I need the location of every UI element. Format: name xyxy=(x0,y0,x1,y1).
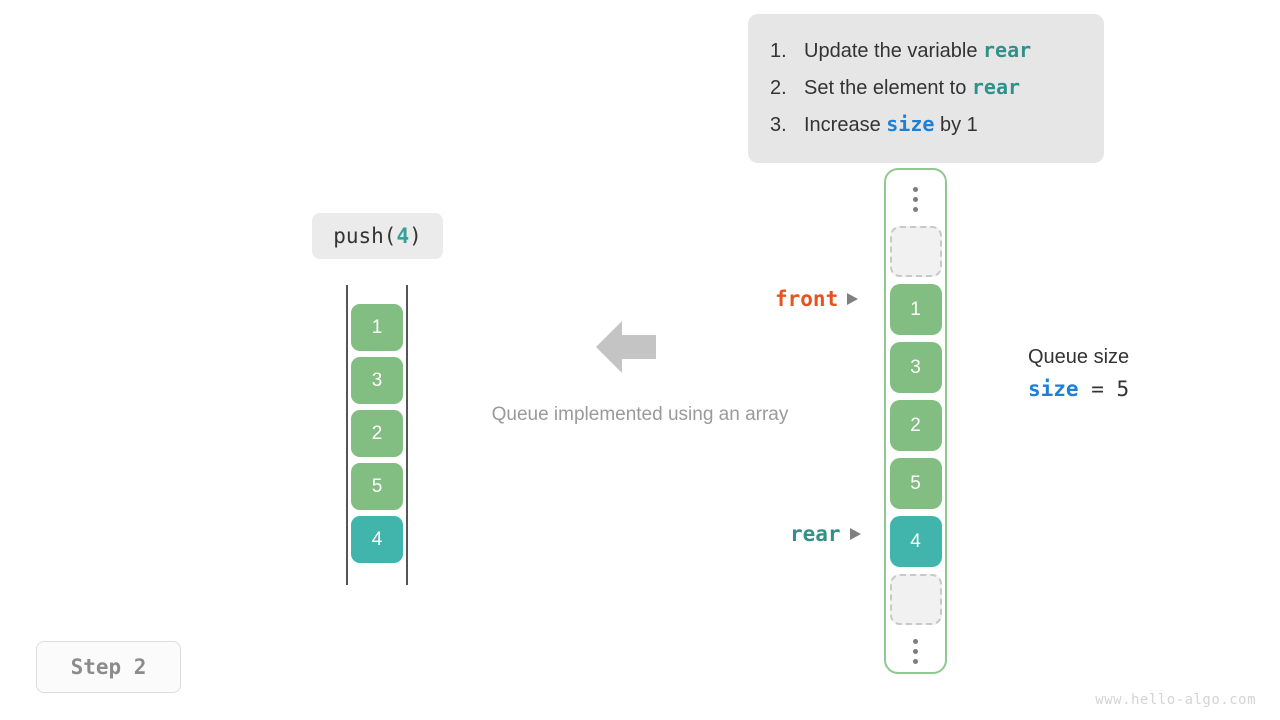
array-cell: 2 xyxy=(351,410,403,457)
size-variable: size xyxy=(1028,377,1079,401)
left-arrow-icon xyxy=(596,321,656,373)
array-cell-empty xyxy=(889,574,942,625)
instruction-step-text: Update the variable rear xyxy=(804,32,1031,69)
instruction-text-post: by 1 xyxy=(934,114,978,136)
array-cell-empty xyxy=(889,226,942,277)
circular-array-cells: 1 3 2 5 4 xyxy=(889,226,942,625)
linear-array-cells: 1 3 2 5 4 xyxy=(351,304,403,563)
operation-label-suffix: ) xyxy=(409,224,422,248)
instruction-text-pre: Update the variable xyxy=(804,40,984,62)
linear-array: 1 3 2 5 4 xyxy=(346,285,408,585)
instruction-step-text: Set the element to rear xyxy=(804,69,1020,106)
array-rail-left xyxy=(346,285,348,585)
ellipsis-top-icon xyxy=(913,187,918,212)
array-cell: 2 xyxy=(889,400,942,451)
array-cell-new: 4 xyxy=(351,516,403,563)
instruction-step: 3. Increase size by 1 xyxy=(770,106,1082,143)
dot xyxy=(913,659,918,664)
dot xyxy=(913,187,918,192)
instruction-code-token: rear xyxy=(983,38,1032,62)
array-cell: 1 xyxy=(351,304,403,351)
pointer-arrow-icon xyxy=(847,293,859,305)
front-pointer: front xyxy=(775,287,859,311)
queue-size-expression: size = 5 xyxy=(1028,372,1129,406)
dot xyxy=(913,197,918,202)
ellipsis-bottom-icon xyxy=(913,639,918,664)
step-badge: Step 2 xyxy=(36,641,181,693)
dot xyxy=(913,207,918,212)
circular-array: 1 3 2 5 4 xyxy=(884,168,947,674)
instruction-text-pre: Increase xyxy=(804,114,887,136)
operation-label: push(4) xyxy=(312,213,443,259)
rear-pointer: rear xyxy=(790,522,861,546)
operation-label-prefix: push( xyxy=(333,224,397,248)
array-cell: 5 xyxy=(351,463,403,510)
dot xyxy=(913,649,918,654)
instruction-code-token: size xyxy=(886,112,935,136)
instruction-callout: 1. Update the variable rear 2. Set the e… xyxy=(748,14,1104,163)
rear-pointer-label: rear xyxy=(790,522,841,546)
instruction-step-number: 2. xyxy=(770,77,787,99)
array-cell: 3 xyxy=(889,342,942,393)
instruction-step: 1. Update the variable rear xyxy=(770,32,1082,69)
dot xyxy=(913,639,918,644)
size-equals: = xyxy=(1078,377,1117,401)
array-cell: 3 xyxy=(351,357,403,404)
queue-size-readout: Queue size size = 5 xyxy=(1028,343,1129,406)
array-rail-right xyxy=(406,285,408,585)
size-value: 5 xyxy=(1116,377,1130,401)
diagram-caption: Queue implemented using an array xyxy=(491,404,789,425)
instruction-step-number: 3. xyxy=(770,114,787,136)
instruction-step: 2. Set the element to rear xyxy=(770,69,1082,106)
operation-label-argument: 4 xyxy=(396,224,410,248)
instruction-code-token: rear xyxy=(971,75,1021,99)
instruction-step-number: 1. xyxy=(770,40,787,62)
array-cell: 5 xyxy=(889,458,942,509)
array-cell: 1 xyxy=(889,284,942,335)
instruction-text-pre: Set the element to xyxy=(804,77,972,99)
watermark: www.hello-algo.com xyxy=(1095,692,1256,708)
instruction-step-text: Increase size by 1 xyxy=(804,106,978,143)
queue-size-title: Queue size xyxy=(1028,346,1130,368)
array-cell-new: 4 xyxy=(889,516,942,567)
front-pointer-label: front xyxy=(775,287,839,311)
pointer-arrow-icon xyxy=(849,528,861,540)
